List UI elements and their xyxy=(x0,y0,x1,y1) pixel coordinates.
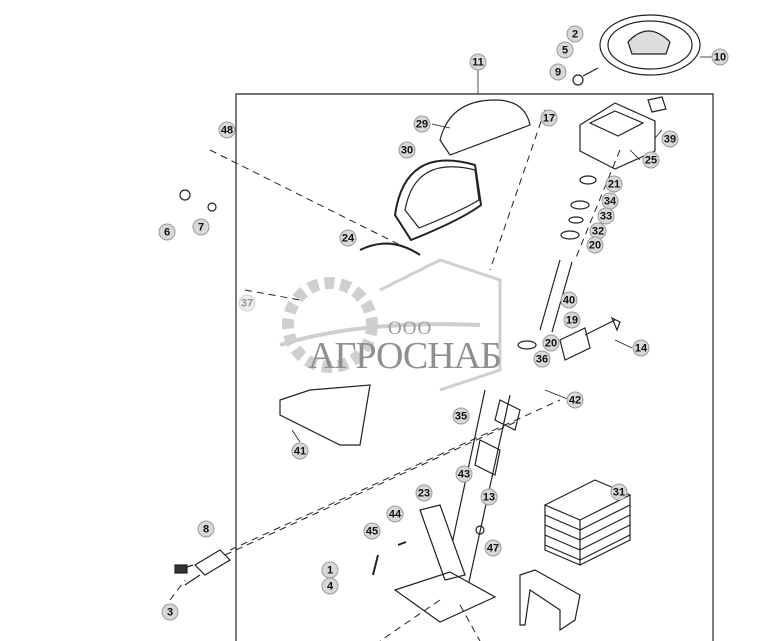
callout-29: 29 xyxy=(413,115,431,133)
callout-39: 39 xyxy=(661,130,679,148)
callout-21: 21 xyxy=(605,175,623,193)
callout-6: 6 xyxy=(158,223,176,241)
callout-3: 3 xyxy=(161,603,179,621)
callout-10: 10 xyxy=(711,48,729,66)
gauge-bezel xyxy=(393,159,483,242)
callout-36: 36 xyxy=(533,350,551,368)
watermark-name: АГРОСНАБ xyxy=(308,335,502,377)
callout-19: 19 xyxy=(563,311,581,329)
callout-7: 7 xyxy=(192,218,210,236)
callout-2: 2 xyxy=(566,25,584,43)
callout-13: 13 xyxy=(480,488,498,506)
callout-40: 40 xyxy=(560,291,578,309)
callout-42: 42 xyxy=(566,391,584,409)
assembly-frame xyxy=(235,93,714,641)
callout-41: 41 xyxy=(291,442,309,460)
callout-24: 24 xyxy=(339,229,357,247)
callout-47: 47 xyxy=(484,539,502,557)
watermark-prefix: ООО xyxy=(388,318,433,339)
callout-37: 37 xyxy=(238,294,256,312)
callout-48: 48 xyxy=(218,121,236,139)
callout-32: 32 xyxy=(589,222,607,240)
callout-11: 11 xyxy=(469,53,487,71)
side-bracket xyxy=(279,384,371,446)
watermark-logo xyxy=(279,258,502,392)
callout-31: 31 xyxy=(610,483,628,501)
callout-17: 17 xyxy=(540,109,558,127)
callout-20: 20 xyxy=(586,236,604,254)
pedal-bracket xyxy=(393,504,497,623)
boot-bellows xyxy=(543,479,632,566)
callout-30: 30 xyxy=(398,141,416,159)
callout-35: 35 xyxy=(452,407,470,425)
callout-44: 44 xyxy=(386,505,404,523)
callout-45: 45 xyxy=(363,522,381,540)
callout-20: 20 xyxy=(542,334,560,352)
cover-plate xyxy=(647,96,667,113)
multifunction-switch xyxy=(559,316,621,361)
dash-panel xyxy=(439,99,531,156)
callout-4: 4 xyxy=(321,577,339,595)
callout-5: 5 xyxy=(556,41,574,59)
callout-33: 33 xyxy=(597,207,615,225)
callout-23: 23 xyxy=(415,484,433,502)
callout-1: 1 xyxy=(321,561,339,579)
mount-bracket xyxy=(519,569,581,632)
callout-14: 14 xyxy=(632,339,650,357)
callout-43: 43 xyxy=(455,465,473,483)
callout-9: 9 xyxy=(549,63,567,81)
callout-25: 25 xyxy=(642,151,660,169)
callout-8: 8 xyxy=(197,520,215,538)
steering-wheel xyxy=(599,14,701,76)
